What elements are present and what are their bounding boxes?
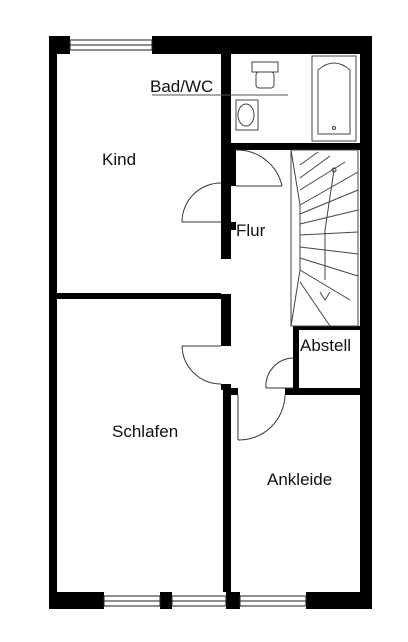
room-label-schlafen: Schlafen [112,422,178,441]
door-swing-icon-abstell [265,357,294,389]
window-icon-bottom-2 [171,595,227,607]
toilet-icon [251,61,279,89]
window-icon-bottom-3 [239,595,307,607]
interior-walls [57,54,360,592]
door-swing-icon-flur [235,149,283,187]
room-label-ankleide: Ankleide [267,470,332,489]
room-label-abstell: Abstell [300,336,351,355]
room-label-kind: Kind [102,150,136,169]
sink-icon [235,99,259,131]
room-label-bad-wc: Bad/WC [150,77,213,96]
room-label-flur: Flur [236,221,266,240]
bathtub-icon [311,55,357,142]
window-icon-bottom-1 [103,595,161,607]
door-swing-icon-ankleide [237,394,286,441]
window-icon-top [69,39,153,51]
door-swing-icon-schlafen [181,345,222,385]
staircase-icon [290,149,359,327]
door-swing-icon-kind [181,182,222,223]
exterior-walls [49,36,372,609]
